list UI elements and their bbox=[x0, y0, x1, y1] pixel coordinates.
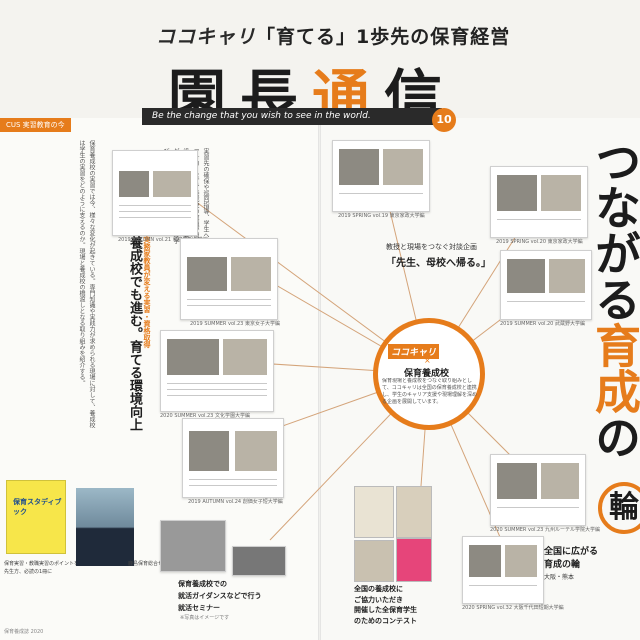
article-thumbnail bbox=[490, 166, 588, 238]
article-thumbnail bbox=[182, 418, 284, 498]
thumbnail-caption: 2020 SUMMER vol.23 九州ルーテル学院大学編 bbox=[490, 527, 600, 533]
issue-number-badge: 10 bbox=[432, 108, 456, 132]
article-thumbnail bbox=[462, 536, 544, 604]
guidance-caption: 保育養成校での 就活ガイダンスなどで行う 就活セミナー bbox=[178, 578, 261, 614]
contest-poster bbox=[354, 486, 394, 538]
headline-part: つながる bbox=[590, 138, 640, 322]
spread-subtitle: 大阪・熊本 bbox=[544, 574, 575, 581]
article-thumbnail bbox=[180, 238, 278, 320]
hub-circle bbox=[373, 318, 485, 430]
headline-accent: 育成 bbox=[590, 322, 640, 414]
spread-title-line: 育成の輪 bbox=[544, 560, 581, 570]
book-title: 保育スタディブック bbox=[13, 498, 62, 516]
contest-line: 全国の養成校に bbox=[354, 585, 403, 593]
article-thumbnail bbox=[490, 454, 586, 526]
dialog-project-title: 教授と現場をつなぐ対談企画 bbox=[386, 243, 477, 251]
publication-brand: ココキャリ「育てる」1歩先の保育経営 bbox=[156, 22, 510, 49]
thumbnail-caption: 2019 SUMMER vol.23 東京女子大学編 bbox=[190, 321, 280, 327]
brand-tagline: 「育てる」1歩先の保育経営 bbox=[256, 26, 511, 48]
article-headline: 養成校でも進む。育てる環境向上 bbox=[127, 236, 142, 431]
body-text-column-1: 保育養成校の実習では今、様々な変化が起きている。専門知識や実践力が求められる現場… bbox=[78, 140, 95, 428]
thumbnail-caption: 2020 SPRING vol.32 大阪千代田短期大学編 bbox=[462, 605, 564, 611]
article-thumbnail bbox=[112, 150, 198, 236]
thumbnail-caption: 2019 SPRING vol.19 東京家政大学編 bbox=[338, 213, 425, 219]
spread-title: 全国に広がる 育成の輪 bbox=[544, 546, 598, 572]
contest-poster bbox=[396, 538, 432, 582]
section-label: CUS 実習教育の今 bbox=[0, 118, 71, 132]
contest-poster bbox=[396, 486, 432, 538]
page-footer: 保育養成誌 2020 bbox=[4, 629, 44, 635]
thumbnail-caption: 2020 SUMMER vol.23 文化学園大学編 bbox=[160, 413, 250, 419]
hub-description: 保育現場と養成校をつなぐ取り組みとして、ココキャリは全国の保育養成校と連携し、学… bbox=[382, 378, 478, 405]
contest-poster bbox=[354, 540, 394, 582]
dialog-project-name: 「先生、母校へ帰る。」 bbox=[386, 258, 491, 269]
article-subhead: 実務家教員が変える実習・資格取得 bbox=[143, 236, 151, 348]
kokokyari-logo: ココキャリ bbox=[156, 26, 257, 48]
study-book-cover: 保育スタディブック bbox=[6, 480, 66, 554]
contest-line: 開催した全保育学生 bbox=[354, 606, 417, 614]
contest-caption: 全国の養成校に ご協力いただき 開催した全保育学生 のためのコンテスト bbox=[354, 584, 417, 626]
guidance-note: ※写真はイメージです bbox=[180, 615, 230, 621]
seminar-photo bbox=[232, 546, 286, 576]
hub-school-label: 保育養成校 bbox=[404, 369, 450, 379]
hub-cross-mark: × bbox=[424, 356, 431, 365]
thumbnail-caption: 2019 AUTUMN vol.24 創価女子短大学編 bbox=[188, 499, 283, 505]
feature-headline-vertical: つながる育成の bbox=[590, 138, 640, 558]
thumbnail-caption: 2019 SPRING vol.20 東京家政大学編 bbox=[496, 239, 583, 245]
speaker-photo bbox=[76, 488, 134, 566]
article-thumbnail bbox=[332, 140, 430, 212]
spread-title-line: 全国に広がる bbox=[544, 547, 599, 557]
guidance-line: 就活セミナー bbox=[178, 604, 220, 612]
page-spine bbox=[318, 118, 321, 640]
motto-bar: Be the change that you wish to see in th… bbox=[142, 108, 442, 125]
contest-line: のためのコンテスト bbox=[354, 616, 417, 625]
guidance-line: 保育養成校での bbox=[178, 580, 227, 588]
ring-emblem: 輪 bbox=[598, 482, 640, 534]
thumbnail-caption: 2019 SUMMER vol.20 武蔵野大学編 bbox=[500, 321, 585, 327]
hub-logo: ココキャリ bbox=[388, 344, 440, 359]
contest-line: ご協力いただき bbox=[354, 595, 403, 604]
book-caption: 保育実習・教職実習のポイントを理解！先生方、必読の1冊に bbox=[4, 561, 95, 575]
article-thumbnail bbox=[160, 330, 274, 412]
guidance-line: 就活ガイダンスなどで行う bbox=[178, 592, 262, 600]
headline-end: の bbox=[590, 414, 640, 460]
thumbnail-caption: 2019 AUTUMN vol.21 和泉短期大学編 bbox=[118, 237, 208, 243]
article-thumbnail bbox=[500, 250, 592, 320]
seminar-photo bbox=[160, 520, 226, 572]
